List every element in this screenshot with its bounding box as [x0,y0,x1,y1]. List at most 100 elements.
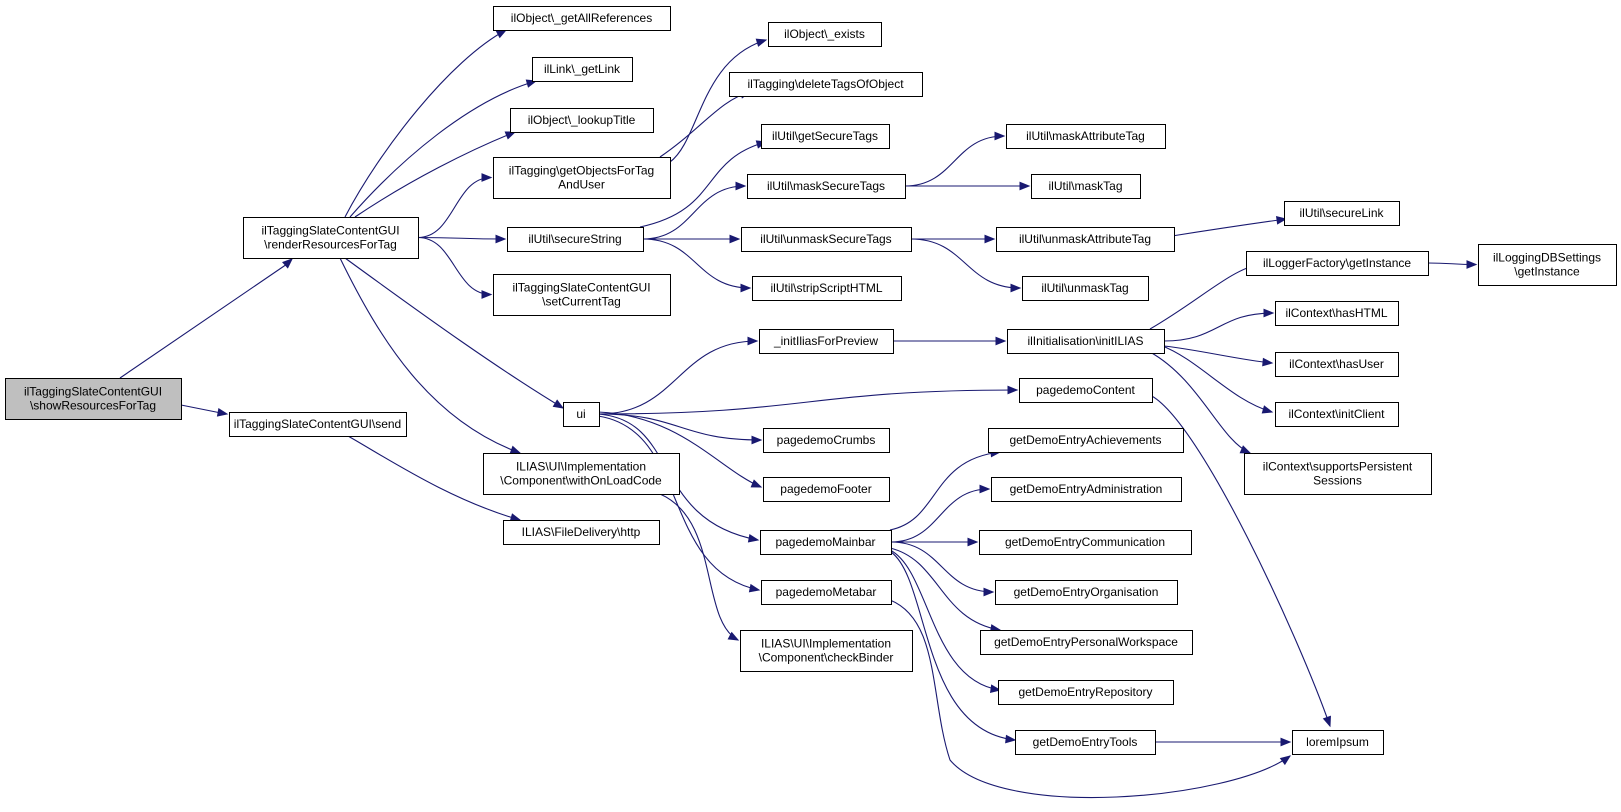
node-label: ilUtil\maskSecureTags [767,179,885,193]
node-label: ilUtil\maskAttributeTag [1026,129,1145,143]
node-footer[interactable]: pagedemoFooter [763,477,890,502]
edge-arrowhead [282,258,294,269]
node-maskTag[interactable]: ilUtil\maskTag [1031,174,1141,199]
node-loremIpsum[interactable]: loremIpsum [1292,730,1384,755]
node-lookupTitle[interactable]: ilObject\_lookupTitle [510,108,654,133]
edge-initILIAS-to-supportsPersistent [1149,351,1252,454]
edge-render-to-ui [344,257,565,409]
node-getSecureTags[interactable]: ilUtil\getSecureTags [761,124,890,149]
node-box [483,453,680,495]
node-stripScript[interactable]: ilUtil\stripScriptHTML [752,276,902,301]
edge-mainbar-to-tools [890,551,1017,744]
node-unmaskSecure[interactable]: ilUtil\unmaskSecureTags [741,227,912,252]
edge-line [1149,394,1331,727]
node-mainbar[interactable]: pagedemoMainbar [760,530,892,555]
node-label: ilUtil\maskTag [1048,179,1122,193]
node-label: ilContext\hasUser [1289,357,1384,371]
node-box [563,402,600,427]
node-http[interactable]: ILIAS\FileDelivery\http [503,520,660,545]
edge-arrowhead [755,38,768,47]
node-unmaskTag[interactable]: ilUtil\unmaskTag [1022,276,1149,301]
node-communication[interactable]: getDemoEntryCommunication [979,530,1192,555]
node-label: \renderResourcesForTag [264,238,397,252]
node-root[interactable]: ilTaggingSlateContentGUI\showResourcesFo… [5,378,182,420]
node-box [752,276,902,301]
node-metabar[interactable]: pagedemoMetabar [761,580,892,605]
node-box [1015,730,1156,755]
node-unmaskAttr[interactable]: ilUtil\unmaskAttributeTag [996,227,1175,252]
node-initIlias[interactable]: _initIliasForPreview [759,329,894,354]
node-checkBinder[interactable]: ILIAS\UI\Implementation\Component\checkB… [740,630,913,672]
edge-unmaskSecure-to-unmaskTag [910,238,1022,293]
edge-render-to-lookupTitle [354,131,517,218]
node-label: ilUtil\unmaskAttributeTag [1019,232,1151,246]
edge-mainbar-to-administration [890,484,991,543]
node-hasUser[interactable]: ilContext\hasUser [1275,352,1399,377]
node-box [493,6,671,31]
node-exists[interactable]: ilObject\_exists [768,22,882,47]
node-box [991,477,1182,502]
node-box [1007,329,1165,354]
node-box [507,227,644,252]
edge-line [1163,312,1274,342]
node-loggingDB[interactable]: ilLoggingDBSettings\getInstance [1478,244,1617,286]
node-box [761,580,892,605]
edge-arrowhead [481,173,493,182]
edge-arrowhead [979,484,991,494]
node-label: ILIAS\UI\Implementation [516,460,646,474]
node-box [759,329,894,354]
node-setCurrentTag[interactable]: ilTaggingSlateContentGUI\setCurrentTag [493,274,671,316]
edge-mainbar-to-repository [889,549,1002,693]
edge-line [890,488,990,543]
edge-line [1149,263,1261,330]
node-hasHTML[interactable]: ilContext\hasHTML [1275,301,1399,326]
node-content[interactable]: pagedemoContent [1019,378,1153,403]
node-tools[interactable]: getDemoEntryTools [1015,730,1156,755]
node-send[interactable]: ilTaggingSlateContentGUI\send [229,412,407,437]
node-box [763,477,890,502]
node-personal[interactable]: getDemoEntryPersonalWorkspace [980,630,1193,655]
edge-arrowhead [1280,737,1292,747]
node-withOnLoad[interactable]: ILIAS\UI\Implementation\Component\withOn… [483,453,680,495]
node-ui[interactable]: ui [563,402,600,427]
edge-arrowhead [1010,283,1022,293]
node-loggerFactory[interactable]: ilLoggerFactory\getInstance [1246,251,1429,276]
node-maskAttr[interactable]: ilUtil\maskAttributeTag [1006,124,1166,149]
node-getAllRefs[interactable]: ilObject\_getAllReferences [493,6,671,31]
node-repository[interactable]: getDemoEntryRepository [998,680,1174,705]
node-label: ilTagging\deleteTagsOfObject [747,77,904,91]
edge-line [598,413,762,441]
node-label: pagedemoMainbar [775,535,875,549]
edge-ui-to-crumbs [598,413,763,445]
node-label: ilLoggingDBSettings [1493,251,1601,265]
node-box [1019,378,1153,403]
node-secureString[interactable]: ilUtil\secureString [507,227,644,252]
node-organisation[interactable]: getDemoEntryOrganisation [995,580,1178,605]
node-render[interactable]: ilTaggingSlateContentGUI\renderResources… [243,217,419,259]
edge-line [669,39,767,163]
node-crumbs[interactable]: pagedemoCrumbs [763,428,890,453]
node-initILIAS[interactable]: ilInitialisation\initILIAS [1007,329,1165,354]
node-box [979,530,1192,555]
node-achievements[interactable]: getDemoEntryAchievements [988,428,1184,453]
node-label: pagedemoCrumbs [777,433,876,447]
node-getLink[interactable]: ilLink\_getLink [532,57,633,82]
edge-line [889,547,1001,631]
edge-line [889,549,1001,691]
edge-ui-to-initIlias [598,336,759,415]
edge-line [659,493,739,641]
node-administration[interactable]: getDemoEntryAdministration [991,477,1182,502]
node-box [5,378,182,420]
node-maskSecure[interactable]: ilUtil\maskSecureTags [747,174,906,199]
node-initClient[interactable]: ilContext\initClient [1275,402,1399,427]
edge-arrowhead [1275,216,1288,225]
edge-arrowhead [1262,357,1274,367]
node-label: ilObject\_lookupTitle [528,113,636,127]
node-deleteTags[interactable]: ilTagging\deleteTagsOfObject [729,72,923,97]
node-box [1022,276,1149,301]
node-secureLink[interactable]: ilUtil\secureLink [1284,201,1400,226]
node-box [760,530,892,555]
